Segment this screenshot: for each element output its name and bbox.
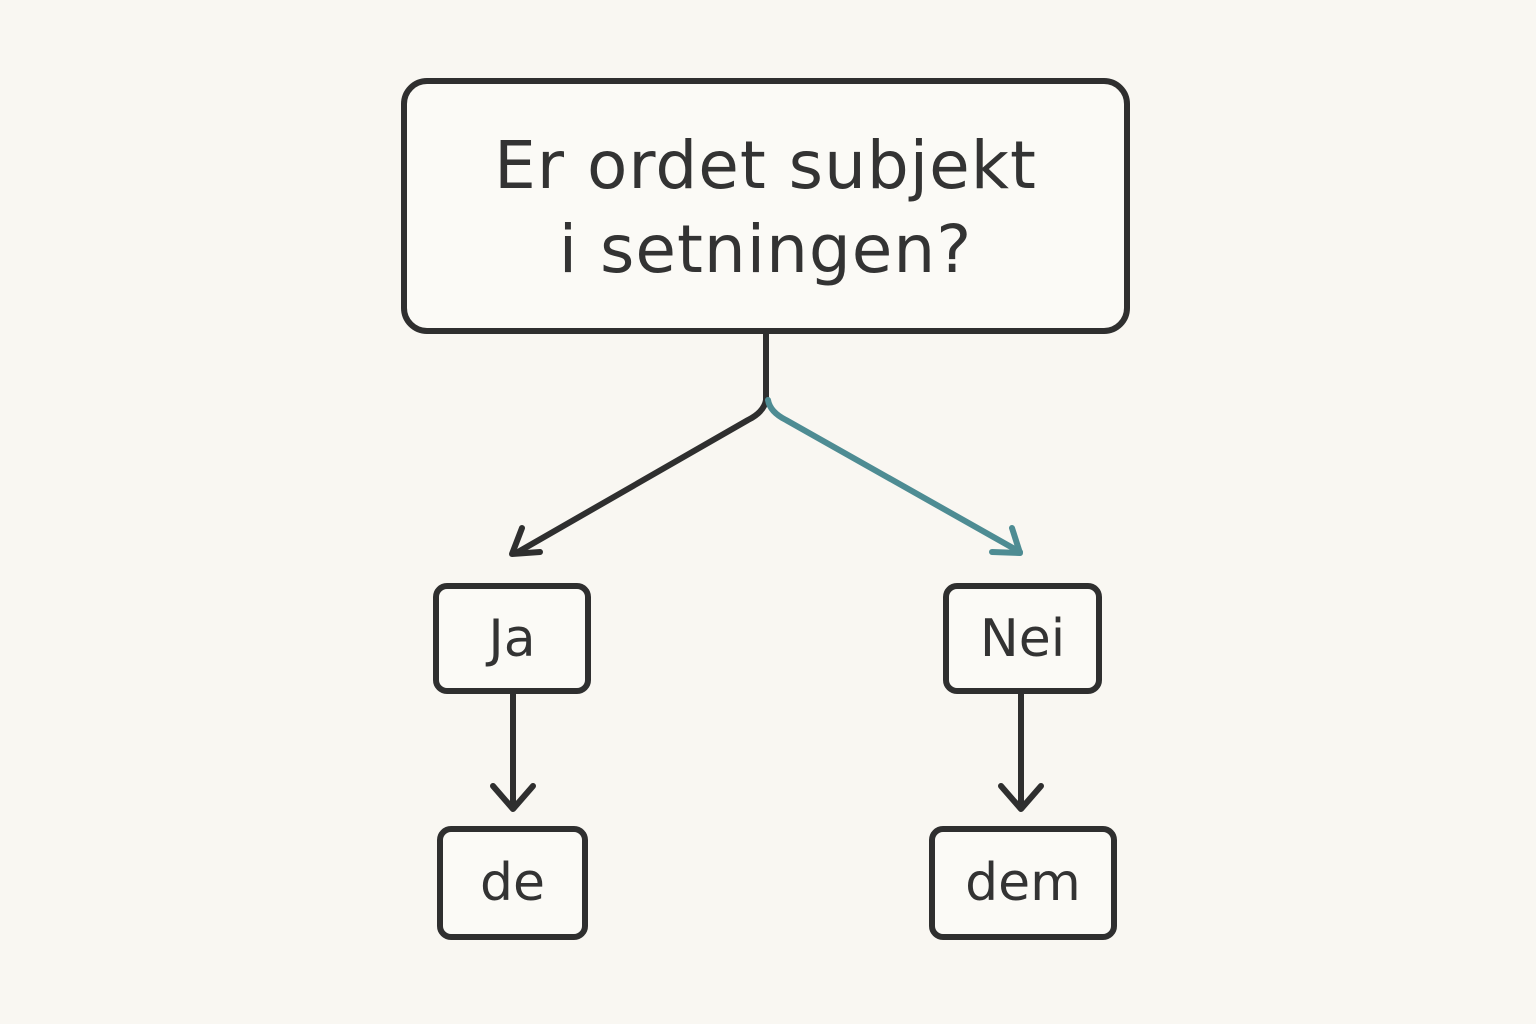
question-box: Er ordet subjekt i setningen? xyxy=(401,78,1130,334)
answer-yes-label: Ja xyxy=(488,608,536,669)
arrowhead-to-de-icon xyxy=(490,783,536,812)
arrowhead-to-ja-icon xyxy=(509,525,543,557)
answer-yes-box: Ja xyxy=(433,583,591,694)
connector-to-nei xyxy=(765,397,1023,555)
answer-no-box: Nei xyxy=(943,583,1102,694)
result-dem-label: dem xyxy=(965,853,1081,913)
answer-no-label: Nei xyxy=(979,608,1066,669)
result-dem-box: dem xyxy=(929,826,1117,940)
result-de-label: de xyxy=(480,853,545,913)
arrowhead-to-dem-icon xyxy=(998,783,1044,812)
result-de-box: de xyxy=(437,826,588,940)
connector-to-ja xyxy=(515,397,769,555)
question-line-1: Er ordet subjekt xyxy=(494,126,1037,204)
question-line-2: i setningen? xyxy=(558,211,973,288)
arrowhead-to-nei-icon xyxy=(989,525,1023,556)
